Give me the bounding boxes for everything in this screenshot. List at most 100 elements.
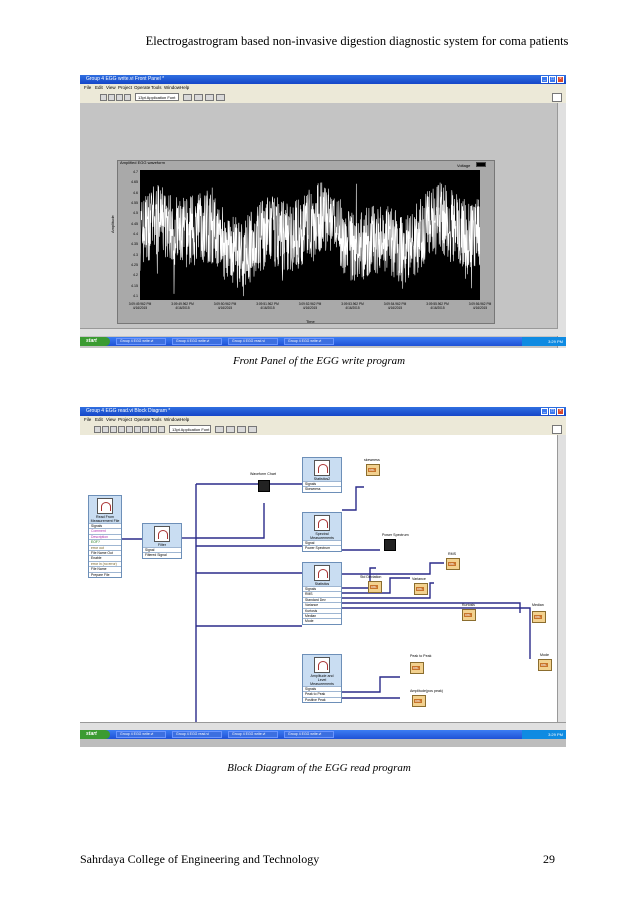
taskbar-item[interactable]: Group 4 EGG write.vi xyxy=(172,338,222,345)
maximize-icon[interactable]: □ xyxy=(549,408,556,415)
terminal[interactable]: Median xyxy=(303,613,341,619)
run-arrow-icon[interactable] xyxy=(94,426,101,433)
context-help-icon[interactable] xyxy=(552,93,562,102)
terminal[interactable]: Signals xyxy=(303,481,341,487)
menu-operate[interactable]: Operate xyxy=(134,417,151,422)
terminal[interactable]: Filtered Signal xyxy=(143,552,181,558)
cleanup-icon[interactable] xyxy=(248,426,257,433)
font-select[interactable]: 13pt Application Font xyxy=(169,425,211,433)
step-into-icon[interactable] xyxy=(142,426,149,433)
menu-tools[interactable]: Tools xyxy=(151,85,162,90)
terminal[interactable]: error in (no error) xyxy=(89,560,121,567)
terminal[interactable]: Signals xyxy=(303,686,341,692)
rms-indicator[interactable] xyxy=(446,558,460,570)
vertical-scrollbar[interactable] xyxy=(557,435,566,722)
distribute-icon[interactable] xyxy=(226,426,235,433)
waveform-chart-terminal[interactable] xyxy=(258,480,270,492)
menu-edit[interactable]: Edit xyxy=(95,417,103,422)
distribute-icon[interactable] xyxy=(194,94,203,101)
terminal[interactable]: Mode xyxy=(303,618,341,624)
terminal[interactable]: Peak to Peak xyxy=(303,691,341,697)
terminal[interactable]: Description xyxy=(89,533,121,540)
resize-icon[interactable] xyxy=(205,94,214,101)
pause-icon[interactable] xyxy=(118,426,125,433)
maximize-icon[interactable]: □ xyxy=(549,76,556,83)
horizontal-scrollbar[interactable] xyxy=(80,328,558,336)
terminal[interactable]: File Name Out xyxy=(89,550,121,556)
align-icon[interactable] xyxy=(183,94,192,101)
read-measurement-file-node[interactable]: Read From Measurement File Signals Comme… xyxy=(88,495,122,579)
menu-operate[interactable]: Operate xyxy=(134,85,151,90)
terminal[interactable]: Comment xyxy=(89,528,121,534)
statistics-node[interactable]: Statistics Signals RMS Standard Dev Vari… xyxy=(302,562,342,625)
kurtosis-indicator[interactable] xyxy=(462,609,476,621)
abort-icon[interactable] xyxy=(116,94,123,101)
close-icon[interactable]: × xyxy=(557,76,564,83)
terminal[interactable]: Signals xyxy=(303,586,341,592)
terminal[interactable]: Signal xyxy=(303,540,341,546)
terminal[interactable]: Prepare File xyxy=(89,571,121,578)
amplitude-pos-peak-indicator[interactable] xyxy=(412,695,426,707)
minimize-icon[interactable]: _ xyxy=(541,76,548,83)
peak-to-peak-indicator[interactable] xyxy=(410,662,424,674)
vertical-scrollbar[interactable] xyxy=(557,103,566,348)
amplitude-level-node[interactable]: Amplitude and Level Measurements Signals… xyxy=(302,654,342,704)
terminal[interactable]: Variance xyxy=(303,602,341,608)
taskbar-item[interactable]: Group 4 EGG read.vi xyxy=(228,338,278,345)
taskbar-item[interactable]: Group 4 EGG write.vi xyxy=(284,338,334,345)
context-help-icon[interactable] xyxy=(552,425,562,434)
run-continuous-icon[interactable] xyxy=(108,94,115,101)
font-select[interactable]: 13pt Application Font xyxy=(135,93,179,101)
taskbar-item[interactable]: Group 4 EGG write.vi xyxy=(116,338,166,345)
run-arrow-icon[interactable] xyxy=(100,94,107,101)
std-deviation-indicator[interactable] xyxy=(368,581,382,593)
step-out-icon[interactable] xyxy=(158,426,165,433)
menu-help[interactable]: Help xyxy=(180,85,190,90)
taskbar-item[interactable]: Group 4 EGG write.vi xyxy=(116,731,166,738)
skewness-indicator[interactable] xyxy=(366,464,380,476)
menu-edit[interactable]: Edit xyxy=(95,85,103,90)
terminal[interactable]: Signals xyxy=(89,523,121,529)
variance-indicator[interactable] xyxy=(414,583,428,595)
menu-file[interactable]: File xyxy=(84,417,92,422)
taskbar-item[interactable]: Group 4 EGG write.vi xyxy=(228,731,278,738)
menu-window[interactable]: Window xyxy=(164,85,181,90)
terminal[interactable]: RMS xyxy=(303,591,341,597)
terminal[interactable]: Standard Dev xyxy=(303,596,341,603)
menu-window[interactable]: Window xyxy=(164,417,181,422)
terminal[interactable]: Kurtosis xyxy=(303,607,341,614)
minimize-icon[interactable]: _ xyxy=(541,408,548,415)
terminal[interactable]: error out xyxy=(89,544,121,551)
menu-view[interactable]: View xyxy=(106,85,116,90)
step-over-icon[interactable] xyxy=(150,426,157,433)
terminal[interactable]: EOF? xyxy=(89,539,121,545)
retain-wire-values-icon[interactable] xyxy=(134,426,141,433)
power-spectrum-indicator[interactable] xyxy=(384,539,396,551)
menu-help[interactable]: Help xyxy=(180,417,190,422)
terminal[interactable]: Signal xyxy=(143,547,181,553)
terminal[interactable]: Power Spectrum xyxy=(303,545,341,551)
abort-icon[interactable] xyxy=(110,426,117,433)
menu-view[interactable]: View xyxy=(106,417,116,422)
statistics2-node[interactable]: Statistics2 Signals Skewness xyxy=(302,457,342,493)
taskbar-item[interactable]: Group 4 EGG write.vi xyxy=(284,731,334,738)
align-icon[interactable] xyxy=(215,426,224,433)
run-continuous-icon[interactable] xyxy=(102,426,109,433)
pause-icon[interactable] xyxy=(124,94,131,101)
horizontal-scrollbar[interactable] xyxy=(80,722,566,730)
menu-project[interactable]: Project xyxy=(118,417,133,422)
start-button[interactable]: start xyxy=(80,337,110,346)
close-icon[interactable]: × xyxy=(557,408,564,415)
spectral-measurements-node[interactable]: Spectral Measurements Signal Power Spect… xyxy=(302,512,342,552)
highlight-execution-icon[interactable] xyxy=(126,426,133,433)
mode-indicator[interactable] xyxy=(538,659,552,671)
median-indicator[interactable] xyxy=(532,611,546,623)
reorder-icon[interactable] xyxy=(237,426,246,433)
terminal[interactable]: File Name xyxy=(89,566,121,572)
taskbar-item[interactable]: Group 4 EGG read.vi xyxy=(172,731,222,738)
terminal[interactable]: Positive Peak xyxy=(303,696,341,703)
terminal[interactable]: Enable xyxy=(89,555,121,561)
menu-project[interactable]: Project xyxy=(118,85,133,90)
start-button[interactable]: start xyxy=(80,730,110,739)
menu-tools[interactable]: Tools xyxy=(151,417,162,422)
